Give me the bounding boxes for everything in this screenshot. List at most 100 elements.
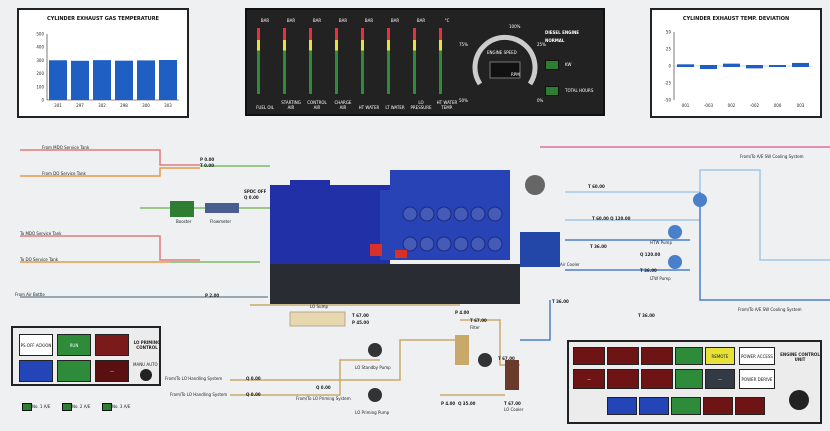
eng-btn-r3c4[interactable] <box>703 397 733 415</box>
label-htw-pump: HTW Pump <box>650 240 672 245</box>
value-p-lo-main: P 45.00 <box>352 320 369 325</box>
gauge-unit: BAR <box>312 18 322 23</box>
eng-btn-r1c4[interactable] <box>675 347 703 365</box>
status-ae2: No. 2 A/E <box>72 404 91 409</box>
gauge-label: STARTING AIR <box>281 100 301 110</box>
value-t-low: T 36.00 <box>640 268 657 273</box>
exh-bar <box>115 60 133 100</box>
ps-status-label: PS OFF ACK/ON <box>20 342 52 348</box>
priming-dark-button[interactable]: — <box>95 360 129 382</box>
cylinder-head <box>436 206 452 222</box>
dev-x-tick: 002 <box>728 103 736 108</box>
gauge-unit: °C <box>444 18 450 23</box>
exh-x-tick: 302 <box>98 103 106 108</box>
label-lo-prelube: LO Priming Pump <box>355 410 390 415</box>
gauge-label: FUEL OIL <box>256 105 274 110</box>
eng-btn-r3c5[interactable] <box>735 397 765 415</box>
gauge-bar <box>361 28 364 94</box>
value-t-lo-main: T 67.00 <box>352 313 369 318</box>
engine-mode-selector[interactable] <box>789 390 809 410</box>
eng-btn-r2c4[interactable] <box>675 369 703 389</box>
label-air-cooler: Air Cooler <box>560 262 580 267</box>
status-ae3: No. 3 A/E <box>112 404 131 409</box>
exh-y-tick: 100 <box>36 84 44 89</box>
gauge-unit: BAR <box>364 18 374 23</box>
eng-btn-r1c2[interactable] <box>607 347 639 365</box>
gauge-label: LT WATER <box>385 105 405 110</box>
dev-y-tick: -50 <box>664 98 671 103</box>
value-t-mid: T 60.00 Q 120.00 <box>592 216 631 221</box>
eng-power-access-button[interactable]: POWER ACCESS <box>739 347 775 365</box>
manu-auto-label: MANU AUTO <box>133 362 158 367</box>
exh-y-tick: 400 <box>36 45 44 50</box>
eng-btn-r2c5[interactable]: — <box>705 369 735 389</box>
remote-label: REMOTE <box>711 353 729 359</box>
cylinder-head <box>419 236 435 252</box>
label-strainer: Filter <box>470 325 480 330</box>
exh-y-tick: 300 <box>36 58 44 63</box>
exh-x-tick: 303 <box>164 103 172 108</box>
gauge-unit: BAR <box>286 18 296 23</box>
value-q-filter: T 67.00 <box>470 318 487 323</box>
label-sw-outlet: From/To A/E SW Cooling System <box>738 307 802 312</box>
dev-y-tick: 25 <box>666 47 672 52</box>
value-p-filter: P 4.00 <box>455 310 470 315</box>
label-from-to-pump: From/To LO Priming System <box>296 396 351 401</box>
label-from-air: From Air Bottle <box>15 292 45 297</box>
gauge-unit: BAR <box>260 18 270 23</box>
engine-speed-dial <box>472 34 538 86</box>
ps-status-button[interactable]: PS OFF ACK/ON <box>19 334 53 356</box>
status-ae1: No. 1 A/E <box>32 404 51 409</box>
priming-run-button[interactable]: RUN <box>57 334 91 356</box>
eng-btn-r3c3[interactable] <box>671 397 701 415</box>
cylinder-head <box>419 206 435 222</box>
label-ltw-pump: LTW Pump <box>650 276 671 281</box>
hours-indicator <box>545 86 559 96</box>
priming-stop-button[interactable] <box>95 334 129 356</box>
eng-power-derive-button[interactable]: POWER DERIVE <box>739 369 775 389</box>
cylinder-head <box>470 236 486 252</box>
priming-green-button[interactable] <box>57 360 91 382</box>
eng-remote-button[interactable]: REMOTE <box>705 347 735 365</box>
priming-blue-button[interactable] <box>19 360 53 382</box>
eng-btn-r3c2[interactable] <box>639 397 669 415</box>
lo-priming-panel: PS OFF ACK/ON RUN — LO PRIMING CONTROL M… <box>11 326 161 386</box>
value-q-bottom: Q 35.00 <box>458 401 476 406</box>
dev-y-tick: -25 <box>664 81 671 86</box>
gauge-column: BAR FUEL OIL <box>253 18 277 110</box>
manu-auto-selector[interactable] <box>140 369 152 381</box>
exh-bar <box>159 60 177 100</box>
eng-btn-r1c1[interactable] <box>573 347 605 365</box>
eng-btn-r2c3[interactable] <box>641 369 673 389</box>
eng-btn-r1c3[interactable] <box>641 347 673 365</box>
gauge-bar <box>439 28 442 94</box>
value-p-air: P 2.00 <box>205 293 220 298</box>
gauge-title-2: NORMAL <box>545 38 565 43</box>
exh-x-tick: 301 <box>54 103 62 108</box>
cylinder-head <box>470 206 486 222</box>
value-p-bottom: P 4.00 <box>441 401 456 406</box>
gauge-label: CHARGE AIR <box>334 100 352 110</box>
eng-btn-r2c1[interactable]: — <box>573 369 605 389</box>
cylinder-head <box>402 206 418 222</box>
eng-btn-r2c2[interactable] <box>607 369 639 389</box>
eng-btn-r3c1[interactable] <box>607 397 637 415</box>
cylinder-head <box>402 236 418 252</box>
exh-x-tick: 297 <box>76 103 84 108</box>
label-booster: Booster <box>176 219 192 224</box>
value-t-right2: T 36.00 <box>638 313 655 318</box>
gauge-bar <box>413 28 416 94</box>
exh-x-tick: 298 <box>120 103 128 108</box>
gauge-bar <box>309 28 312 94</box>
dial-mark-50: 50% <box>459 98 468 103</box>
cylinder-head <box>487 206 503 222</box>
exh-x-tick: 300 <box>142 103 150 108</box>
